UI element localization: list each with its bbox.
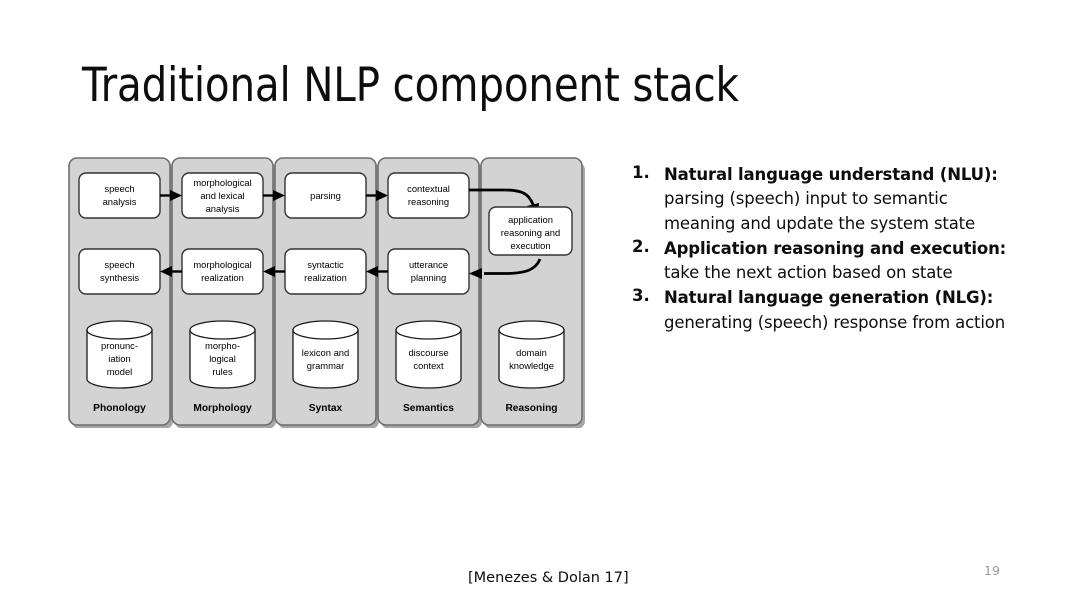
- box-morph-realization-line2: realization: [201, 272, 244, 283]
- column-morphology: morphological and lexical analysis morph…: [171, 157, 276, 428]
- page-title: Traditional NLP component stack: [82, 58, 739, 113]
- citation-label: [Menezes & Dolan 17]: [468, 570, 629, 586]
- bullet-subline-1: take the next action based on state: [664, 263, 953, 282]
- column-semantics: contextual reasoning utterance planning …: [377, 157, 482, 428]
- cylinder-line1: lexicon and: [302, 347, 349, 358]
- bullet-heading: Natural language generation (NLG):: [664, 288, 994, 308]
- cylinder-line2: grammar: [307, 360, 345, 371]
- box-parsing-line1: parsing: [310, 190, 341, 201]
- cylinder-line1: domain: [516, 347, 547, 358]
- box-syntactic-realization-line2: realization: [304, 272, 347, 283]
- box-application-line3: execution: [510, 240, 550, 251]
- cylinder-line2: knowledge: [509, 360, 554, 371]
- cylinder-line3: model: [107, 366, 133, 377]
- box-speech-synthesis-line2: synthesis: [100, 272, 139, 283]
- nlp-component-stack-diagram: speech analysis speech synthesis pronunc…: [68, 157, 588, 428]
- box-morph-analysis-line1: morphological: [193, 177, 251, 188]
- bullet-subline-1: parsing (speech) input to semantic: [664, 189, 948, 209]
- bullet-number: 3.: [632, 286, 650, 306]
- cylinder-discourse-context: discourse context: [395, 320, 462, 389]
- box-morph-realization-line1: morphological: [193, 259, 251, 270]
- application-reasoning-group: application reasoning and execution: [469, 188, 573, 279]
- curve-arrow-to-application: [469, 188, 536, 208]
- box-speech-analysis-line1: speech: [104, 183, 134, 194]
- box-contextual-reasoning-line1: contextual: [407, 183, 450, 194]
- box-application-line1: application: [508, 214, 553, 225]
- box-speech-synthesis-line1: speech: [104, 259, 134, 270]
- panel-label-reasoning: Reasoning: [505, 403, 557, 414]
- cylinder-line1: discourse: [408, 347, 448, 358]
- cylinder-morphological-rules: morpho- logical rules: [189, 320, 256, 389]
- cylinder-line1: pronunc-: [101, 340, 138, 351]
- bullet-number: 1.: [632, 163, 650, 182]
- panel-label-morphology: Morphology: [193, 403, 252, 414]
- cylinder-lexicon-grammar: lexicon and grammar: [292, 320, 359, 389]
- bullet-heading: Natural language understand (NLU):: [664, 165, 998, 184]
- generation-flow-arrows: [160, 266, 388, 277]
- analysis-flow-arrows: [160, 190, 388, 201]
- bullet-subline-1: generating (speech) response from action: [664, 312, 1005, 332]
- list-item: 2. Application reasoning and execution: …: [632, 237, 1052, 286]
- cylinder-line2: context: [413, 360, 444, 371]
- box-speech-analysis-line2: analysis: [103, 196, 137, 207]
- box-morph-analysis-line3: analysis: [206, 203, 240, 214]
- cylinder-line3: rules: [212, 366, 233, 377]
- bullet-heading: Application reasoning and execution:: [664, 238, 1007, 258]
- cylinder-pronunciation-model: pronunc- iation model: [86, 320, 153, 389]
- cylinder-domain-knowledge: domain knowledge: [498, 320, 565, 389]
- column-phonology: speech analysis speech synthesis pronunc…: [68, 157, 173, 428]
- panel-label-phonology: Phonology: [93, 403, 146, 414]
- cylinder-line2: iation: [108, 353, 130, 364]
- bullet-subline-2: meaning and update the system state: [664, 213, 975, 233]
- column-syntax: parsing syntactic realization lexicon an…: [274, 157, 379, 428]
- panel-label-semantics: Semantics: [403, 403, 454, 414]
- box-syntactic-realization-line1: syntactic: [307, 259, 344, 270]
- list-item: 3. Natural language generation (NLG): ge…: [632, 286, 1052, 335]
- cylinder-line2: logical: [209, 353, 236, 364]
- box-utterance-planning-line2: planning: [411, 272, 446, 283]
- box-utterance-planning-line1: utterance: [409, 259, 448, 270]
- curve-arrow-from-application: [484, 258, 542, 275]
- column-reasoning: domain knowledge Reasoning: [480, 157, 585, 428]
- cylinder-line1: morpho-: [205, 340, 240, 351]
- panel-label-syntax: Syntax: [309, 403, 343, 414]
- box-application-line2: reasoning and: [501, 227, 560, 238]
- box-application-reasoning-execution: [488, 206, 573, 256]
- box-morph-analysis-line2: and lexical: [200, 190, 244, 201]
- box-contextual-reasoning-line2: reasoning: [408, 196, 449, 207]
- list-item: 1. Natural language understand (NLU): pa…: [632, 163, 1052, 236]
- page-number: 19: [984, 563, 1000, 578]
- bullet-list: 1. Natural language understand (NLU): pa…: [632, 163, 1052, 336]
- bullet-number: 2.: [632, 236, 650, 256]
